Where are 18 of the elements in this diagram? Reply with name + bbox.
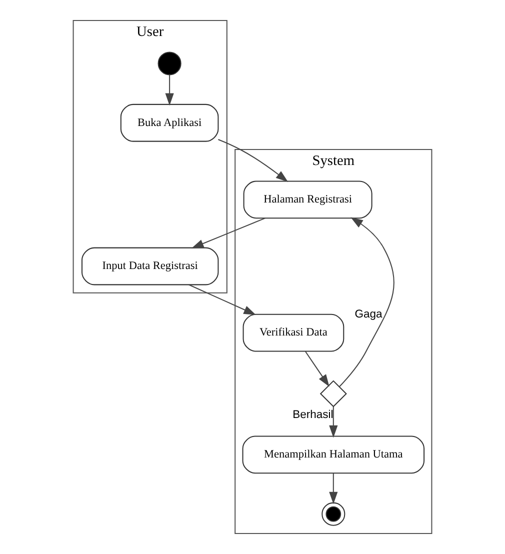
node-circle	[322, 502, 346, 526]
edge-label: Gaga	[354, 308, 382, 321]
node-circle	[158, 52, 182, 76]
arrow	[338, 217, 394, 388]
arrow	[218, 139, 288, 182]
node-box: Input Data Registrasi	[81, 247, 219, 286]
node-box: Verifikasi Data	[242, 314, 344, 352]
arrow	[191, 218, 266, 248]
node-diamond	[320, 380, 347, 408]
edge-label: Berhasil	[292, 409, 334, 422]
node-box: Menampilkan Halaman Utama	[242, 436, 425, 474]
arrow	[305, 351, 330, 387]
arrow	[188, 284, 256, 315]
node-box: Buka Aplikasi	[120, 104, 219, 142]
arrow	[329, 473, 338, 504]
arrow	[329, 406, 338, 438]
arrow	[165, 74, 174, 106]
node-box: Halaman Registrasi	[243, 180, 372, 219]
